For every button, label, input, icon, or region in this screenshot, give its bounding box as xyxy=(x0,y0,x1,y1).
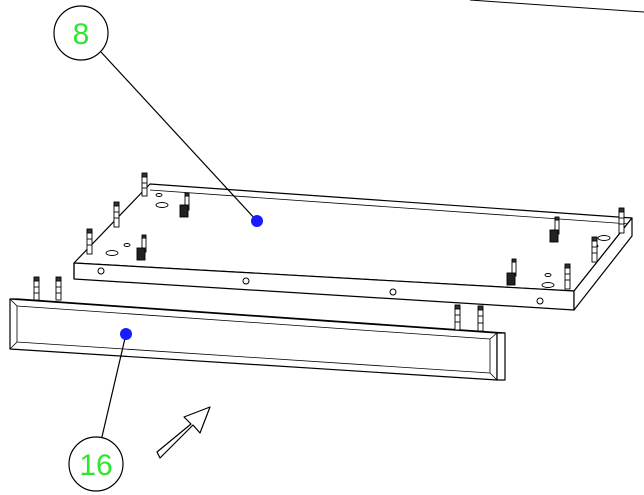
partial-edge-line xyxy=(469,0,644,13)
wooden-dowel-icon xyxy=(591,236,598,263)
hole xyxy=(97,267,105,275)
callout-number: 8 xyxy=(73,18,90,51)
wooden-dowel-icon xyxy=(86,228,93,255)
callout-number: 16 xyxy=(79,449,112,482)
wooden-dowel-icon xyxy=(618,207,625,234)
wooden-dowel-icon xyxy=(113,201,120,228)
wooden-dowel-icon xyxy=(454,304,461,331)
hole xyxy=(155,193,163,197)
panel-side-face xyxy=(573,217,633,311)
rail-front-face xyxy=(9,298,498,381)
leader-line xyxy=(100,333,127,442)
hole xyxy=(541,282,555,288)
marker-dot-icon xyxy=(120,328,132,340)
rail-end xyxy=(496,332,506,381)
panel-dowels xyxy=(86,172,625,290)
panel xyxy=(73,183,633,311)
cam-lock-icon xyxy=(549,216,560,243)
panel-top-holes xyxy=(105,193,611,288)
wooden-dowel-icon xyxy=(477,305,484,332)
front-rail xyxy=(9,298,506,381)
hole xyxy=(536,297,544,305)
panel-front-holes xyxy=(97,267,544,305)
hole xyxy=(242,277,250,285)
callout-8: 8 xyxy=(53,5,263,227)
wooden-dowel-icon xyxy=(564,263,571,290)
marker-dot-icon xyxy=(251,215,263,227)
callout-circle xyxy=(53,5,109,61)
cam-lock-icon xyxy=(179,192,190,218)
cam-lock-icon xyxy=(136,234,147,261)
panel-cam-locks xyxy=(136,192,560,286)
direction-arrow-icon xyxy=(156,406,211,459)
callout-16: 16 xyxy=(68,328,132,492)
hole xyxy=(123,243,131,247)
hole xyxy=(389,288,397,296)
hole xyxy=(544,273,552,277)
callout-circle xyxy=(68,436,124,492)
panel-groove-line xyxy=(149,189,631,225)
cam-lock-icon xyxy=(506,258,517,286)
hole xyxy=(597,235,611,241)
hole xyxy=(155,202,169,208)
wooden-dowel-icon xyxy=(55,276,62,301)
wooden-dowel-icon xyxy=(33,276,40,301)
rail-dowels xyxy=(33,276,484,332)
wooden-dowel-icon xyxy=(141,172,148,197)
hole xyxy=(105,250,119,256)
leader-line xyxy=(100,51,258,222)
